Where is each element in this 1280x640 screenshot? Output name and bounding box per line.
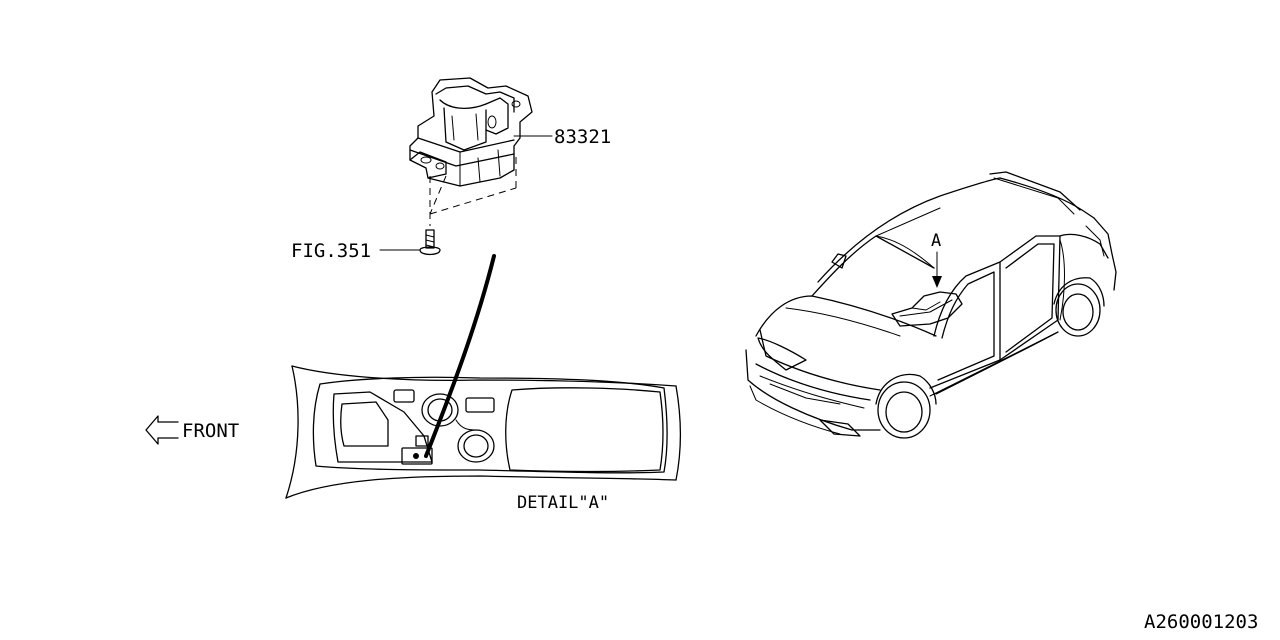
part-number-label: 83321 [554,126,611,148]
location-indicator-line [424,254,496,458]
screw [419,229,441,256]
console-detail [285,365,682,499]
front-label: FRONT [182,420,239,442]
fig-ref-label: FIG.351 [291,240,371,262]
switch-assembly [409,77,533,226]
vehicle-illustration [745,171,1117,439]
front-arrow-icon [145,415,179,445]
view-marker-arrowhead-icon [932,276,942,288]
view-marker-label: A [931,231,941,251]
detail-label: DETAIL"A" [517,493,609,513]
drawing-id: A260001203 [1144,611,1258,633]
